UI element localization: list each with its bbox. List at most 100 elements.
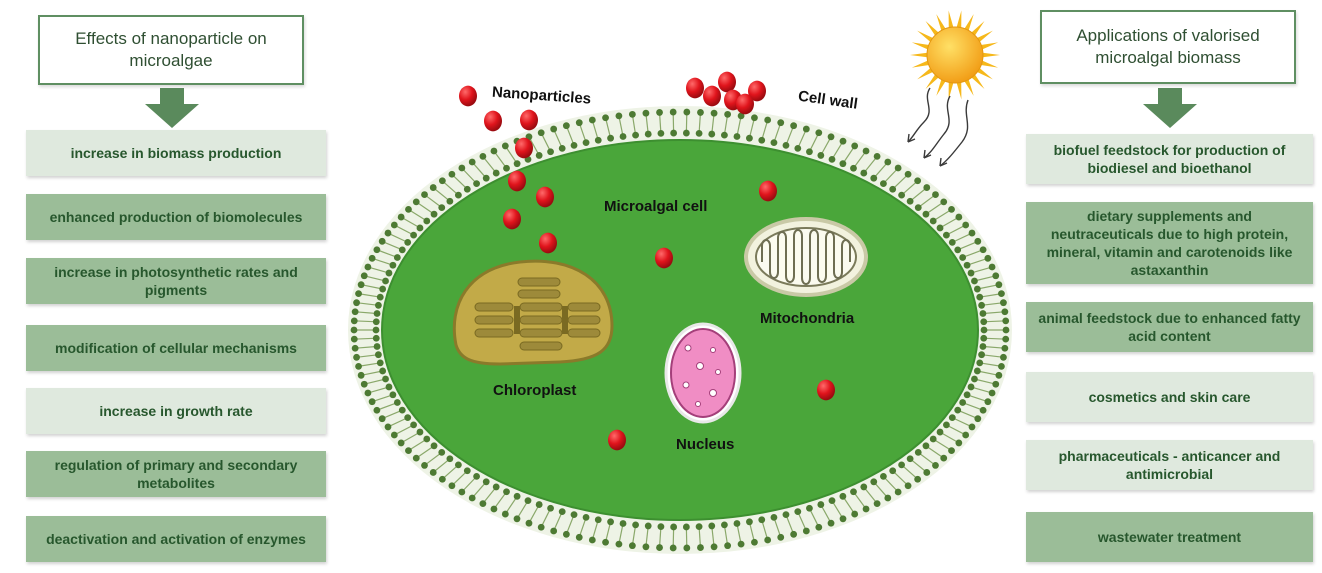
membrane-bead — [389, 391, 397, 399]
nanoparticle — [503, 208, 521, 230]
membrane-bead — [372, 326, 380, 334]
membrane-bead — [373, 310, 381, 317]
membrane-bead — [438, 177, 446, 185]
membrane-bead — [906, 455, 914, 463]
left-item-4: modification of cellular mechanisms — [26, 325, 326, 371]
membrane-bead — [683, 544, 691, 552]
membrane-bead — [929, 435, 937, 443]
membrane-bead — [537, 523, 545, 531]
membrane-bead — [906, 197, 914, 205]
membrane-bead — [350, 326, 358, 334]
membrane-bead — [458, 164, 466, 172]
membrane-bead — [828, 155, 836, 163]
right-item-6-text: wastewater treatment — [1097, 529, 1242, 545]
membrane-bead — [355, 362, 362, 370]
nanoparticle — [515, 137, 533, 159]
left-panel-title-text: Effects of nanoparticle on microalgae — [75, 29, 267, 70]
membrane-bead — [562, 530, 570, 538]
nanoparticle — [655, 247, 673, 269]
membrane-bead — [607, 134, 614, 142]
membrane-bead — [794, 144, 802, 152]
membrane-bead — [751, 538, 758, 546]
sun-ray — [980, 42, 999, 50]
membrane-bead — [373, 406, 381, 414]
membrane-bead — [463, 185, 471, 193]
membrane-bead — [980, 334, 988, 342]
membrane-bead — [454, 461, 462, 469]
membrane-bead — [827, 519, 835, 527]
membrane-bead — [562, 122, 570, 130]
membrane-bead — [898, 191, 906, 199]
membrane-bead — [971, 375, 978, 383]
membrane-bead — [968, 423, 976, 431]
membrane-bead — [454, 191, 462, 199]
membrane-bead — [421, 191, 428, 198]
membrane-bead — [473, 472, 480, 480]
nanoparticle — [686, 77, 704, 99]
membrane-bead — [657, 129, 665, 137]
membrane-bead — [492, 483, 500, 491]
membrane-bead — [802, 125, 810, 133]
membrane-bead — [448, 482, 456, 490]
nanoparticle — [608, 429, 626, 451]
membrane-bead — [547, 148, 554, 156]
membrane-bead — [468, 158, 476, 166]
membrane-bead — [582, 513, 590, 521]
right-item-5-text: pharmaceuticals - anticancer and antimic… — [1058, 448, 1281, 482]
membrane-bead — [550, 125, 558, 133]
membrane-bead — [632, 131, 639, 139]
membrane-bead — [384, 423, 392, 431]
nanoparticle — [759, 180, 777, 202]
left-item-6: regulation of primary and secondary meta… — [26, 451, 326, 497]
right-item-6: wastewater treatment — [1026, 512, 1313, 562]
sun-ray — [970, 73, 985, 90]
membrane-bead — [628, 110, 636, 118]
membrane-bead — [758, 516, 766, 524]
microalgal-cell-label: Microalgal cell — [604, 198, 707, 215]
membrane-bead — [839, 160, 847, 168]
membrane-bead — [429, 184, 437, 191]
sun-icon — [910, 10, 1000, 100]
membrane-bead — [932, 462, 939, 469]
membrane-bead — [884, 494, 892, 502]
mitochondria-label: Mitochondria — [760, 310, 855, 327]
membrane-bead — [558, 508, 566, 516]
sun-ray — [981, 52, 1000, 58]
right-item-2: dietary supplements and neutraceuticals … — [1026, 202, 1313, 284]
membrane-bead — [382, 277, 389, 285]
membrane-bead — [770, 513, 778, 521]
membrane-bead — [479, 500, 487, 508]
membrane-bead — [393, 254, 401, 261]
membrane-bead — [708, 130, 716, 138]
membrane-bead — [524, 497, 532, 505]
membrane-bead — [721, 131, 728, 139]
membrane-bead — [963, 391, 971, 399]
membrane-bead — [974, 237, 982, 245]
left-item-4-text: modification of cellular mechanisms — [55, 340, 297, 356]
membrane-bead — [619, 520, 627, 527]
membrane-bead — [959, 254, 967, 261]
membrane-bead — [710, 109, 718, 117]
membrane-bead — [373, 343, 381, 350]
nanoparticle-group — [459, 71, 835, 451]
membrane-bead — [733, 133, 741, 140]
membrane-bead — [697, 109, 704, 116]
membrane-bead — [790, 530, 798, 538]
sun-ray — [956, 10, 962, 29]
membrane-bead — [368, 398, 376, 406]
membrane-bead — [1000, 299, 1007, 307]
membrane-bead — [656, 544, 663, 551]
membrane-bead — [979, 343, 987, 350]
membrane-bead — [873, 152, 881, 160]
membrane-bead — [357, 371, 365, 379]
membrane-bead — [968, 229, 976, 237]
membrane-bead — [922, 442, 930, 450]
membrane-bead — [862, 505, 870, 513]
membrane-bead — [405, 447, 412, 455]
membrane-bead — [860, 169, 868, 177]
membrane-bead — [806, 148, 813, 156]
membrane-bead — [550, 527, 558, 535]
membrane-bead — [889, 467, 897, 475]
membrane-bead — [364, 389, 372, 397]
